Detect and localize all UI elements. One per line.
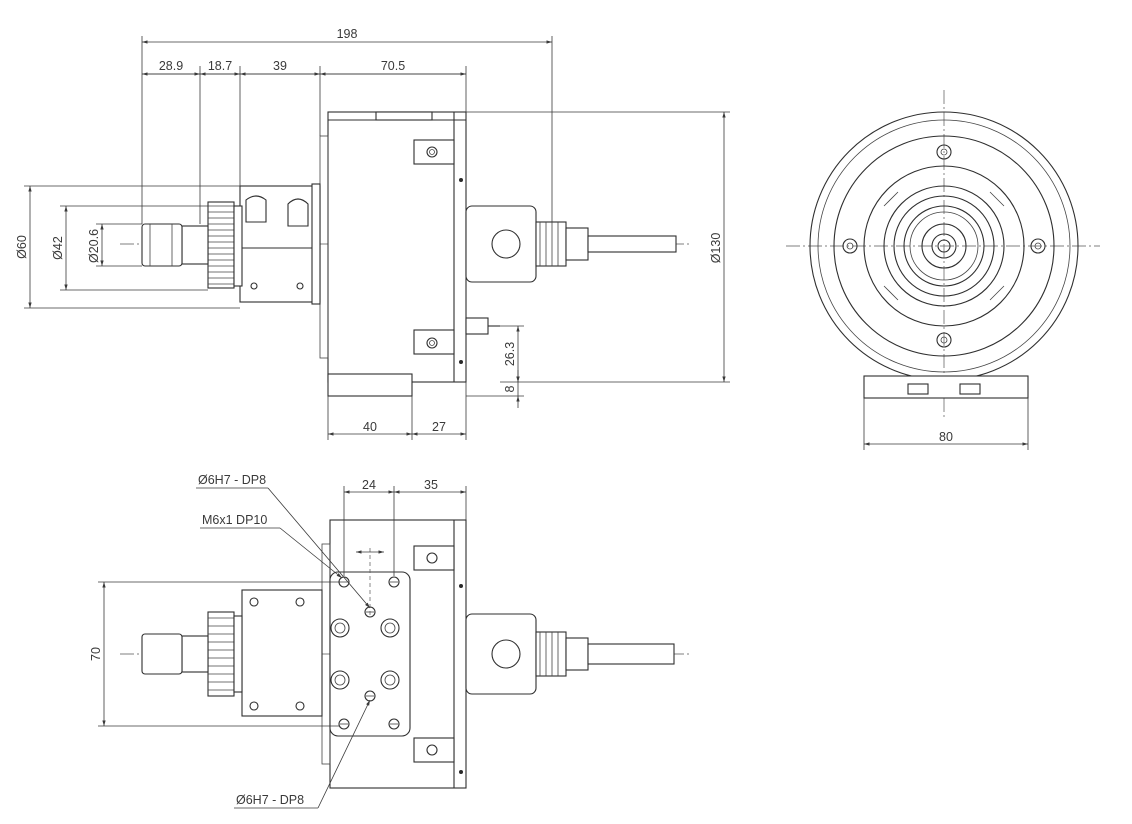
dim-seg2: 18.7 bbox=[208, 59, 232, 73]
dim-base27: 27 bbox=[432, 420, 446, 434]
base-foot bbox=[327, 373, 413, 397]
knurled-ring bbox=[207, 201, 243, 289]
dim-base40: 40 bbox=[363, 420, 377, 434]
dim-dia42: Ø42 bbox=[51, 236, 65, 260]
dim-h70: 70 bbox=[89, 647, 103, 661]
side-view: 198 28.9 18.7 39 70.5 Ø60 Ø42 Ø20.6 Ø130… bbox=[15, 27, 730, 440]
dim-dia130: Ø130 bbox=[709, 233, 723, 264]
dim-dia60: Ø60 bbox=[15, 235, 29, 259]
bottom-view: 24 35 70 Ø6H7 - DP8 M6x1 DP10 Ø6H7 - DP8 bbox=[89, 473, 690, 809]
dim-width80: 80 bbox=[939, 430, 953, 444]
mounting-plate bbox=[329, 571, 411, 737]
dim-h8: 8 bbox=[503, 385, 517, 392]
front-screws bbox=[842, 144, 1046, 348]
dim-overall-length: 198 bbox=[337, 27, 358, 41]
rear-connector bbox=[465, 205, 537, 283]
dim-seg4: 70.5 bbox=[381, 59, 405, 73]
front-view: 80 bbox=[786, 90, 1100, 450]
callout-hole-top: Ø6H7 - DP8 bbox=[198, 473, 266, 487]
dim-h26: 26.3 bbox=[503, 342, 517, 366]
dim-seg3: 39 bbox=[273, 59, 287, 73]
dim-d24: 24 bbox=[362, 478, 376, 492]
dim-dia20: Ø20.6 bbox=[87, 229, 101, 263]
dim-seg1: 28.9 bbox=[159, 59, 183, 73]
dim-d35: 35 bbox=[424, 478, 438, 492]
front-base bbox=[863, 375, 1029, 399]
plate-bolts bbox=[330, 618, 400, 690]
mount-tab-top bbox=[413, 139, 455, 165]
callout-hole-bottom: Ø6H7 - DP8 bbox=[236, 793, 304, 807]
mount-tab-bottom bbox=[413, 329, 455, 355]
callout-thread: M6x1 DP10 bbox=[202, 513, 267, 527]
